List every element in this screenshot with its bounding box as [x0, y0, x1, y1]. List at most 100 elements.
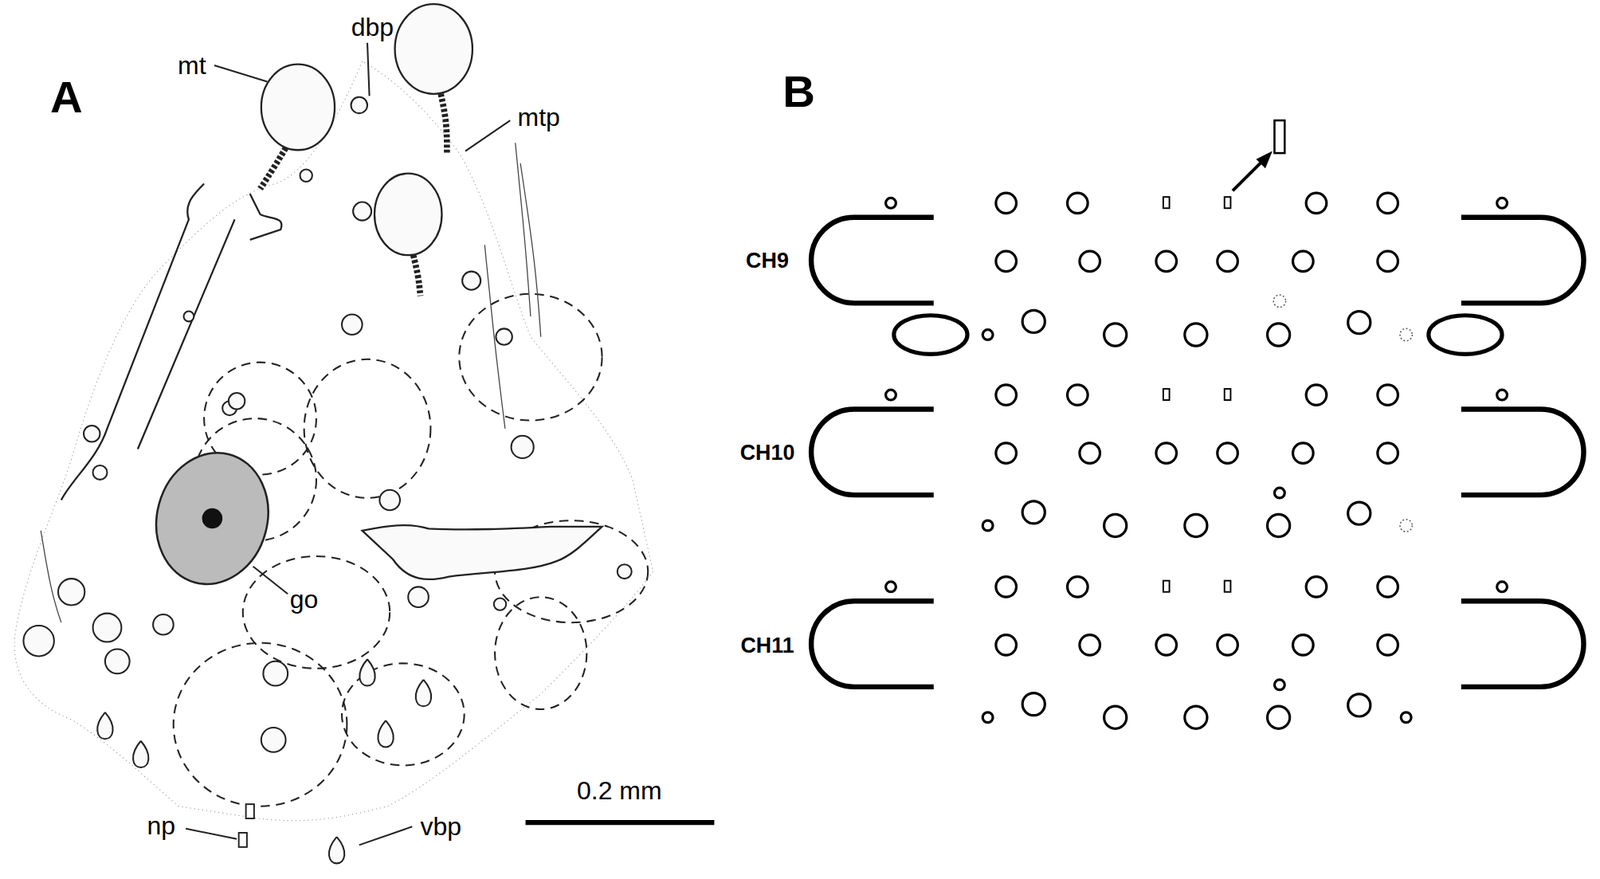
figure-shape — [1224, 580, 1232, 593]
figure-shape — [1274, 679, 1285, 691]
figure-shape — [1217, 443, 1239, 464]
figure-shape — [996, 250, 1017, 272]
figure-shape — [1156, 250, 1177, 272]
figure-shape — [1022, 693, 1045, 716]
figure-shape — [1377, 576, 1399, 598]
figure-shape — [465, 120, 510, 151]
figure-shape — [1104, 323, 1127, 346]
figure-shape — [1400, 712, 1412, 723]
figure-shape — [14, 61, 653, 821]
figure-shape — [1293, 250, 1314, 272]
figure-shape — [1079, 635, 1101, 656]
figure-shape — [996, 384, 1017, 406]
figure-shape — [1079, 250, 1101, 272]
figure-shape — [253, 566, 289, 595]
panel-letter: A — [50, 74, 83, 119]
figure-shape — [886, 581, 897, 593]
figure-shape — [1348, 311, 1371, 334]
figure-shape — [1377, 250, 1399, 272]
figure-shape — [341, 313, 363, 335]
figure-shape — [352, 202, 372, 221]
figure-shape — [1232, 160, 1263, 191]
figure-shape — [982, 520, 993, 531]
figure-shape — [494, 597, 506, 610]
figure-shape — [1293, 443, 1314, 464]
figure-shape — [239, 832, 248, 848]
figure-shape — [214, 65, 268, 82]
figure-shape — [1267, 705, 1291, 729]
figure-shape — [1267, 323, 1291, 346]
figure-shape — [1022, 309, 1045, 333]
figure-shape — [1273, 294, 1286, 307]
figure-shape — [1217, 635, 1239, 656]
figure-shape — [515, 142, 531, 317]
part-label: mt — [177, 52, 207, 79]
panel-letter: B — [782, 69, 816, 114]
figure-shape — [243, 556, 390, 669]
figure-shape — [58, 578, 85, 605]
chaetiger-label: CH10 — [740, 441, 796, 463]
figure-shape — [1022, 501, 1045, 524]
figure-shape — [494, 596, 587, 710]
figure-shape — [1461, 217, 1585, 304]
panel-b-schematic — [811, 120, 1584, 729]
figure-shape — [1497, 197, 1508, 208]
chaetiger-label: CH11 — [740, 634, 794, 656]
figure-shape — [228, 392, 245, 409]
figure-shape — [1255, 151, 1272, 169]
figure-shape — [1377, 635, 1399, 656]
figure-shape — [996, 192, 1017, 214]
figure-shape — [329, 836, 345, 863]
figure-shape — [996, 635, 1017, 656]
figure-shape — [1428, 315, 1502, 355]
figure-shape — [811, 409, 934, 496]
figure-shape — [83, 425, 100, 442]
figure-shape — [1305, 192, 1327, 214]
figure-shape — [1377, 443, 1399, 464]
figure-shape — [886, 197, 897, 208]
figure-shape — [1067, 192, 1089, 214]
figure-shape — [379, 490, 400, 511]
figure-shape — [133, 741, 149, 768]
figure-shape — [1305, 576, 1327, 598]
figure-shape — [440, 94, 448, 153]
figure-shape — [261, 727, 287, 753]
figure-shape — [413, 254, 421, 296]
figure-shape — [1305, 384, 1327, 406]
figure-shape — [811, 600, 934, 687]
figure-shape — [511, 435, 534, 459]
figure-shape — [61, 184, 283, 501]
figure-shape — [40, 530, 62, 623]
figure-shape — [1217, 250, 1239, 272]
figure-shape — [97, 712, 113, 739]
figure-shape — [894, 315, 968, 355]
panel-a-illustration — [14, 3, 714, 863]
figure-shape — [23, 625, 54, 656]
figure-shape — [152, 614, 174, 636]
figure-shape — [260, 148, 287, 189]
part-label: dbp — [351, 15, 394, 41]
figure-shape — [1274, 120, 1285, 153]
figure-shape — [374, 173, 443, 255]
figure-shape — [1497, 581, 1508, 593]
part-label: mtp — [517, 104, 560, 130]
figure-shape — [395, 3, 473, 95]
figure-shape — [525, 819, 715, 825]
figure-shape — [359, 658, 375, 686]
figure-shape — [1274, 487, 1285, 499]
figure-shape — [462, 271, 481, 291]
figure-shape — [617, 564, 632, 579]
figure-shape — [1067, 384, 1089, 406]
part-label: np — [147, 812, 177, 839]
figure-shape — [173, 643, 348, 807]
figure-shape — [1067, 576, 1089, 598]
figure-shape — [811, 217, 934, 304]
figure-shape — [415, 679, 432, 706]
figure-shape — [1184, 323, 1208, 346]
figure-shape — [1156, 635, 1177, 656]
figure-shape — [982, 712, 993, 723]
figure-shape — [484, 244, 506, 429]
figure-shape — [1156, 443, 1177, 464]
